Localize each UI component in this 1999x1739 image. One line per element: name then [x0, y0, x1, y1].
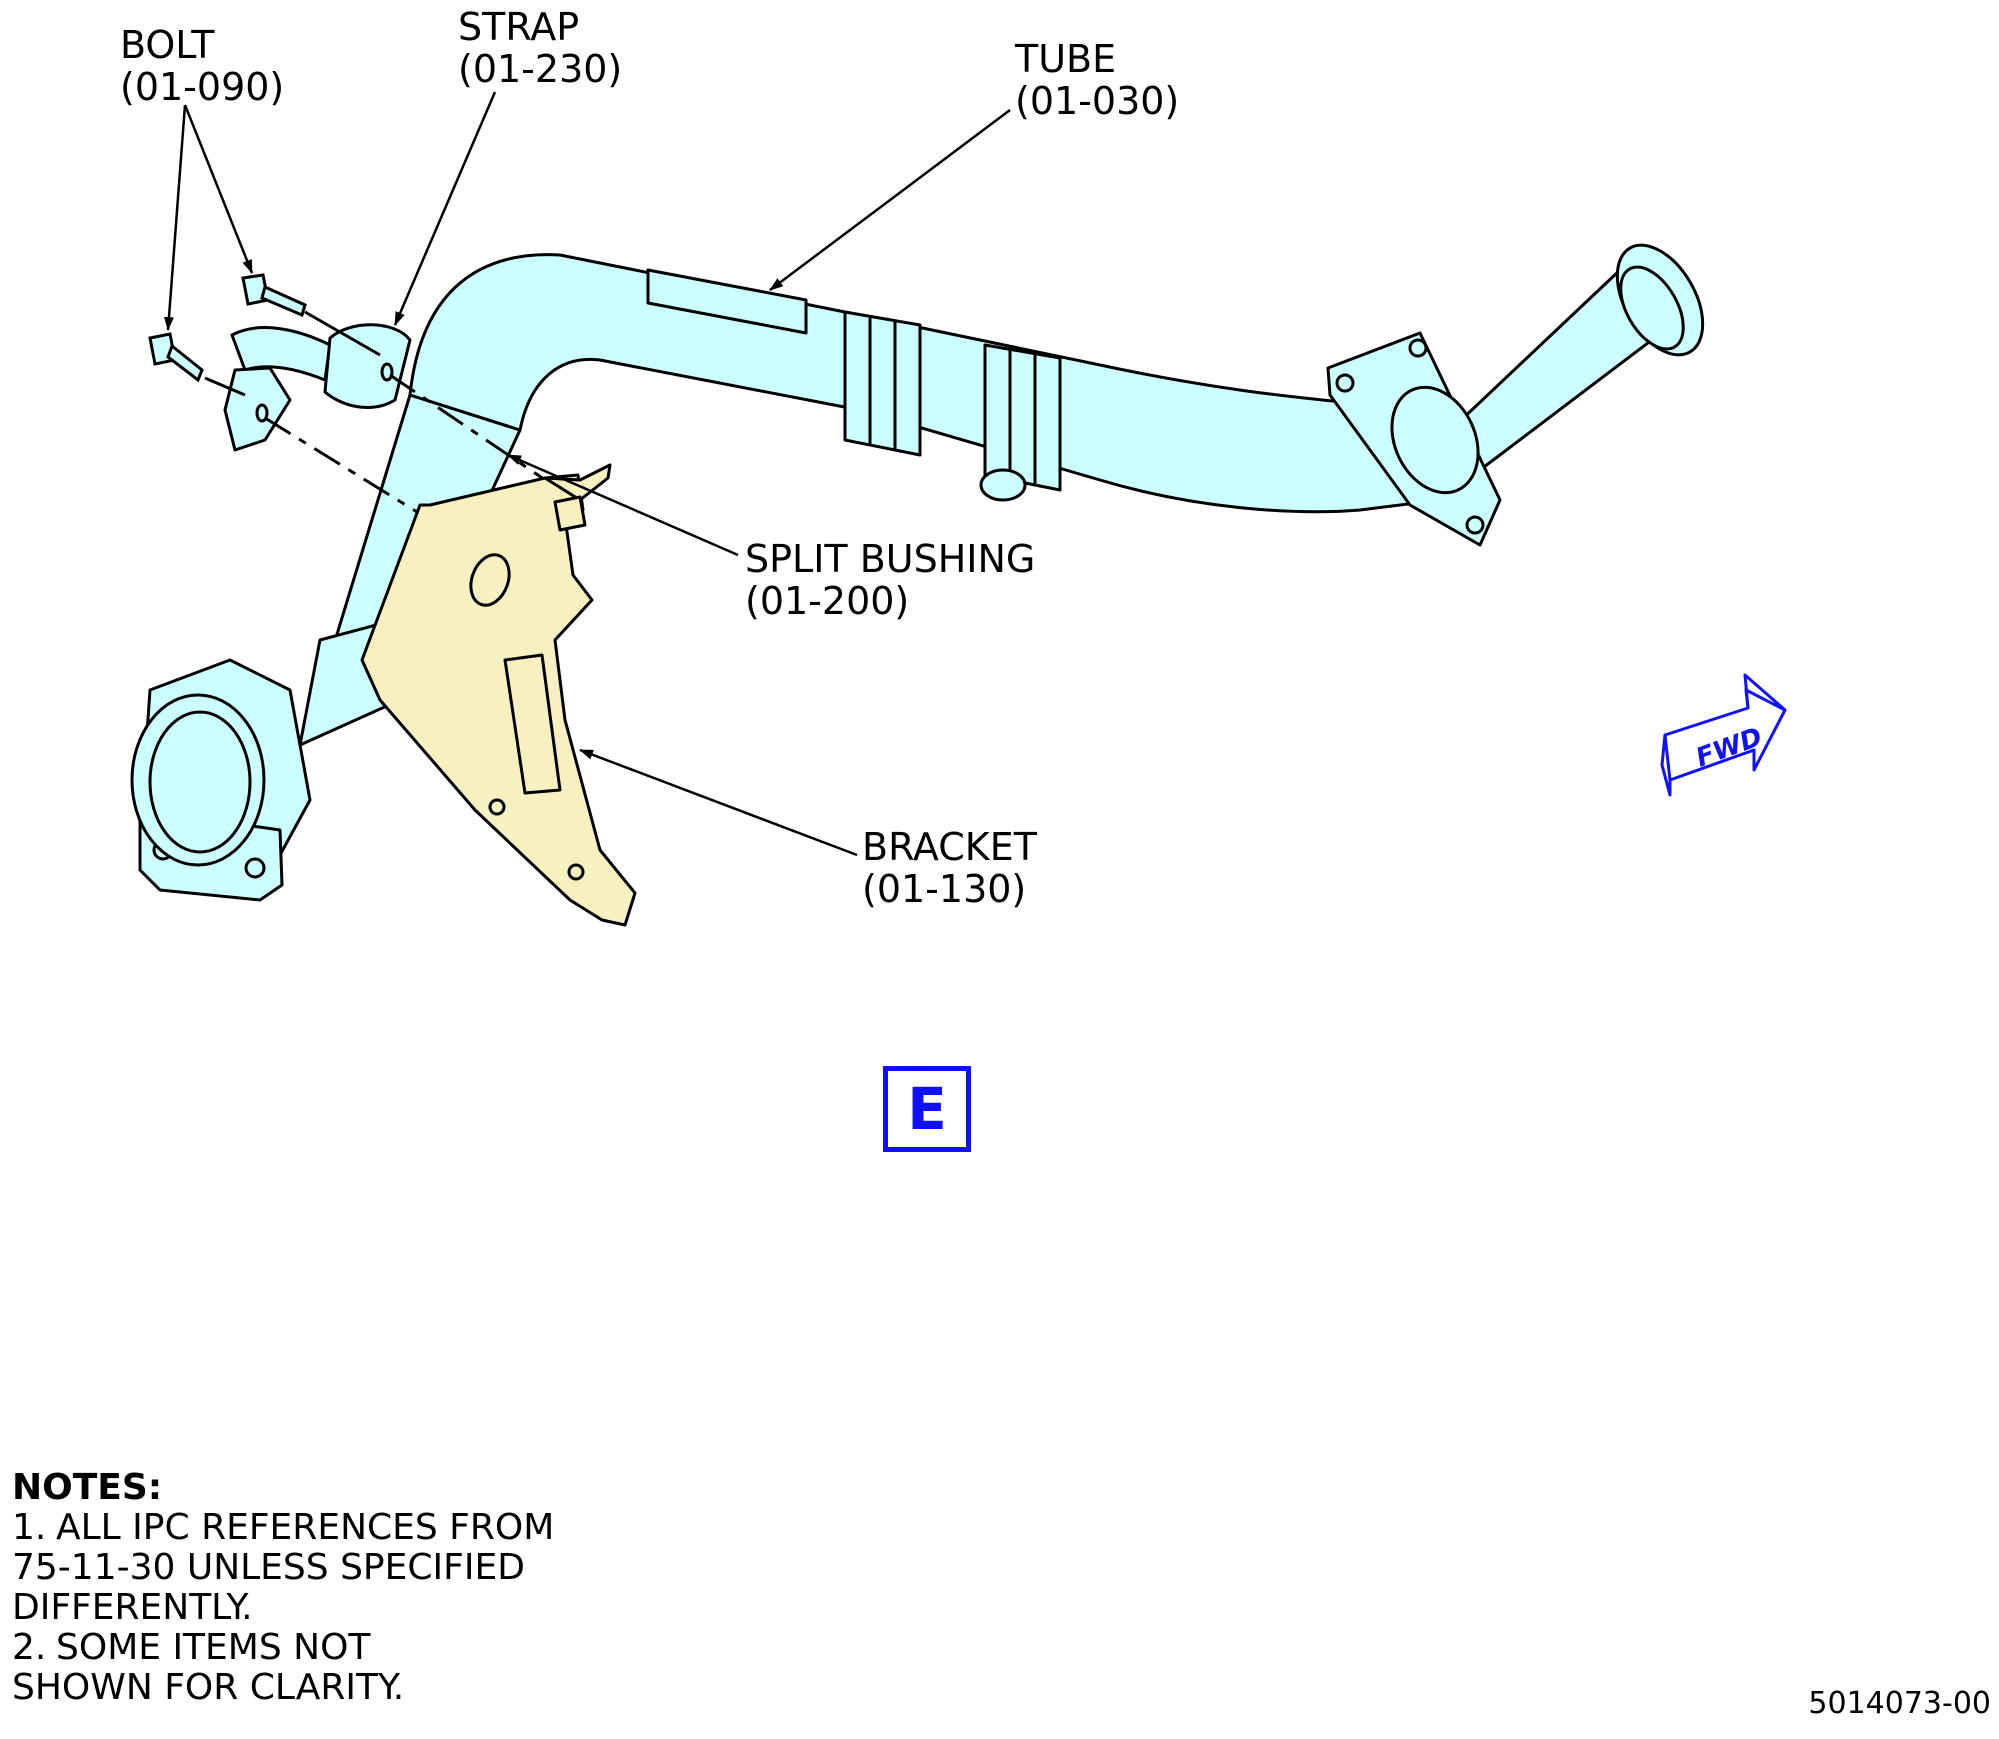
note-number: 2.	[12, 1627, 47, 1668]
callout-bracket-name: BRACKET	[862, 825, 1037, 869]
callout-bracket: BRACKET (01-130)	[862, 826, 1037, 910]
note-line: DIFFERENTLY.	[12, 1587, 253, 1628]
note-item: 1.ALL IPC REFERENCES FROM 75-11-30 UNLES…	[12, 1508, 554, 1628]
callout-bolt: BOLT (01-090)	[120, 24, 284, 108]
bolt-parts	[148, 273, 307, 383]
notes-heading: NOTES:	[12, 1467, 163, 1508]
callout-bracket-ref: (01-130)	[862, 867, 1027, 911]
callout-tube: TUBE (01-030)	[1015, 38, 1179, 122]
notes: NOTES: 1.ALL IPC REFERENCES FROM 75-11-3…	[12, 1468, 554, 1708]
view-label: E	[883, 1066, 971, 1152]
lower-fitting	[130, 618, 402, 902]
fwd-arrow: FWD	[1660, 673, 1787, 797]
note-line: SHOWN FOR CLARITY.	[12, 1667, 405, 1708]
note-line: 75-11-30 UNLESS SPECIFIED	[12, 1547, 525, 1588]
callout-strap-name: STRAP	[458, 5, 580, 49]
bracket-part	[360, 463, 637, 927]
assembly-lines	[204, 310, 561, 522]
callout-strap-ref: (01-230)	[458, 47, 623, 91]
strap-part	[223, 323, 412, 452]
callout-split-bushing: SPLIT BUSHING (01-200)	[745, 538, 1035, 622]
note-number: 1.	[12, 1507, 47, 1548]
drawing-number: 5014073-00	[1808, 1686, 1991, 1721]
callout-strap: STRAP (01-230)	[458, 6, 622, 90]
tube-part	[318, 243, 1705, 702]
note-line: ALL IPC REFERENCES FROM	[56, 1507, 555, 1548]
callout-split-bushing-ref: (01-200)	[745, 579, 910, 623]
note-line: SOME ITEMS NOT	[56, 1627, 371, 1668]
callout-bolt-ref: (01-090)	[120, 65, 285, 109]
callout-bolt-name: BOLT	[120, 23, 215, 67]
callout-tube-ref: (01-030)	[1015, 79, 1180, 123]
callout-tube-name: TUBE	[1015, 37, 1117, 81]
callout-split-bushing-name: SPLIT BUSHING	[745, 537, 1036, 581]
note-item: 2.SOME ITEMS NOT SHOWN FOR CLARITY.	[12, 1628, 554, 1708]
leader-lines	[163, 91, 1011, 857]
